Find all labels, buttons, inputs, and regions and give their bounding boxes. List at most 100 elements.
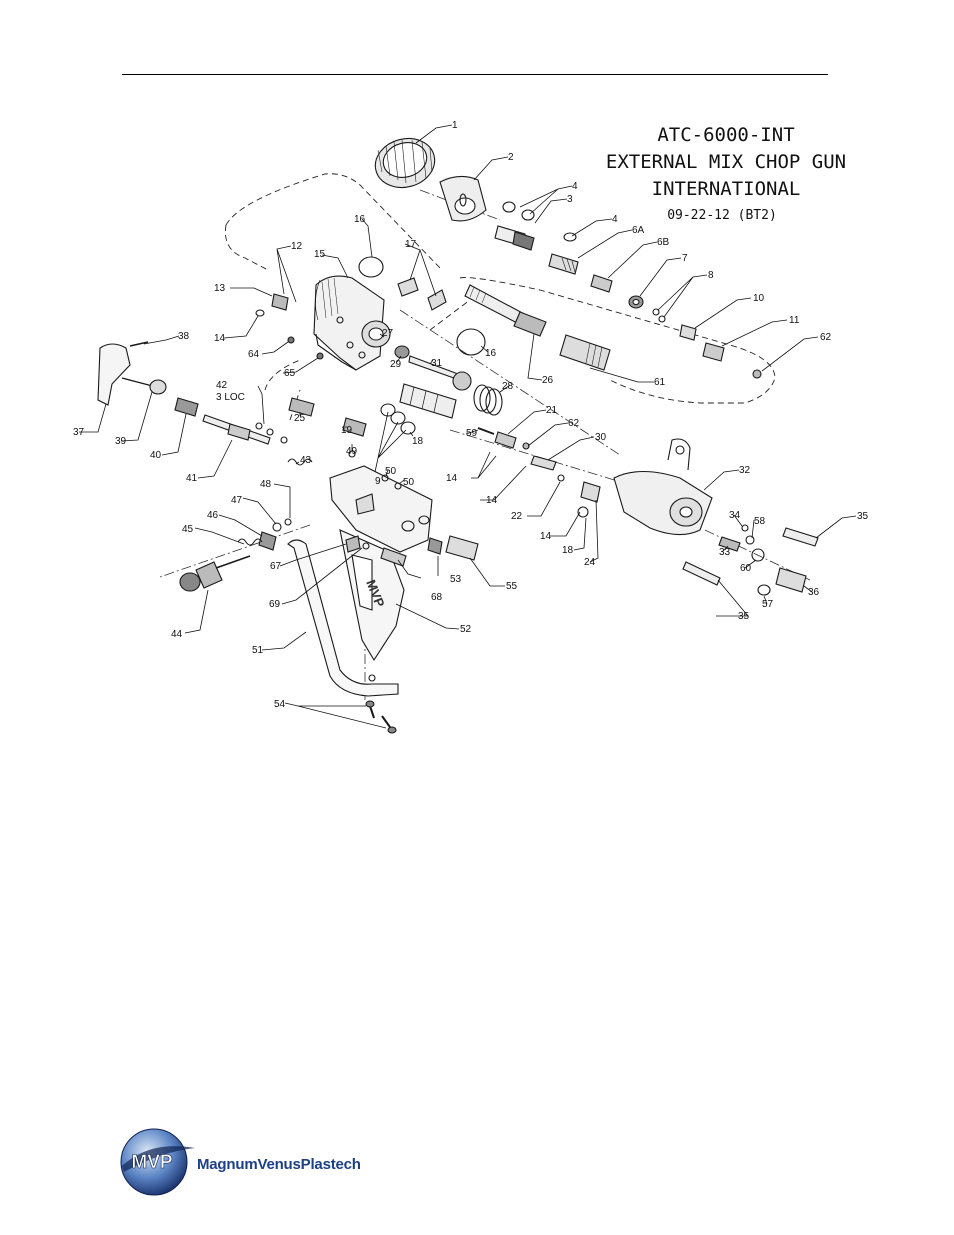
callout-16-top: 16 <box>354 214 366 225</box>
part-25-fitting <box>288 397 315 417</box>
part-35-bolt-b <box>682 561 721 586</box>
part-58-washer <box>745 535 755 545</box>
callout-4b: 4 <box>612 214 618 225</box>
callout-31: 31 <box>431 358 443 369</box>
part-16-oring-a <box>358 256 384 278</box>
header-rule <box>122 74 828 75</box>
callout-38: 38 <box>178 331 190 342</box>
callout-52: 52 <box>460 624 472 635</box>
part-8-washers <box>652 308 666 323</box>
callout-40: 40 <box>150 450 162 461</box>
callout-45: 45 <box>182 524 194 535</box>
callout-37: 37 <box>73 427 85 438</box>
part-1-retaining-ring <box>374 138 436 188</box>
callout-29: 29 <box>390 359 402 370</box>
callout-53: 53 <box>450 574 462 585</box>
revision-date: 09-22-12 (BT2) <box>667 208 777 223</box>
callout-1: 1 <box>452 120 458 131</box>
part-13-tip <box>271 293 289 311</box>
part-32-chopper-housing <box>613 438 713 536</box>
callout-3: 3 <box>567 194 573 205</box>
callout-2: 2 <box>508 152 514 163</box>
callout-50a: 50 <box>385 466 397 477</box>
part-handle-body <box>329 465 433 553</box>
callout-49: 49 <box>346 446 358 457</box>
part-68-valve <box>380 547 407 567</box>
part-7-nut <box>628 295 644 309</box>
callout-39: 39 <box>115 436 127 447</box>
callout-62-top: 62 <box>820 332 832 343</box>
callout-68: 68 <box>431 592 443 603</box>
callout-numbers: 1 2 3 4 4 6A 6B 7 8 10 11 62 12 13 14 15… <box>73 120 869 710</box>
part-9-spool <box>399 383 457 419</box>
callout-62-mid: 62 <box>568 418 580 429</box>
callout-14-right: 14 <box>540 531 552 542</box>
callout-30: 30 <box>595 432 607 443</box>
callout-10: 10 <box>753 293 765 304</box>
callout-61: 61 <box>654 377 666 388</box>
part-4-washers <box>502 201 577 242</box>
part-16-oring-b <box>456 328 486 356</box>
part-46-nut <box>258 531 277 551</box>
callout-57: 57 <box>762 599 774 610</box>
part-22-oring <box>557 474 565 482</box>
title-line-3: INTERNATIONAL <box>652 178 801 200</box>
part-35-bolt-a <box>782 527 819 547</box>
part-29-bushing <box>394 345 410 359</box>
callout-50b: 50 <box>403 477 415 488</box>
part-26-tube <box>464 284 547 337</box>
callout-34: 34 <box>729 510 741 521</box>
callout-6a: 6A <box>632 225 645 236</box>
callout-47: 47 <box>231 495 243 506</box>
part-43-spring <box>287 458 313 466</box>
part-64-screw <box>287 336 295 344</box>
callout-16-mid: 16 <box>485 348 497 359</box>
callout-28: 28 <box>502 381 514 392</box>
callout-15: 15 <box>314 249 326 260</box>
title-block: ATC-6000-INT EXTERNAL MIX CHOP GUN INTER… <box>606 124 846 223</box>
company-name: MagnumVenusPlastech <box>197 1156 361 1173</box>
callout-54: 54 <box>274 699 286 710</box>
callout-14-left: 14 <box>214 333 226 344</box>
part-60-ring <box>751 548 765 562</box>
part-36-fitting <box>775 567 807 593</box>
centerline-axes <box>159 189 811 700</box>
part-57-ring <box>757 584 771 596</box>
part-47-oring <box>272 522 282 532</box>
part-42-rings <box>255 422 288 444</box>
callout-33: 33 <box>719 547 731 558</box>
part-24-plug <box>577 481 601 518</box>
callout-18-right: 18 <box>562 545 574 556</box>
part-62-ball-b <box>522 442 530 450</box>
logo-emblem-letters: MVP <box>131 1152 173 1173</box>
callout-27: 27 <box>382 328 394 339</box>
part-65-screw <box>316 352 324 360</box>
part-62-ball <box>752 369 762 379</box>
callout-7: 7 <box>682 253 688 264</box>
callout-24: 24 <box>584 557 596 568</box>
part-34-washer <box>741 524 749 532</box>
callout-9: 9 <box>375 476 381 487</box>
part-10-sleeve <box>679 324 697 341</box>
mvp-logo-emblem: MVP <box>120 1128 195 1196</box>
part-14-oring-small <box>255 309 265 317</box>
part-11-nut <box>702 342 725 362</box>
part-52-handle-grip <box>339 529 405 662</box>
part-61-fitting <box>559 334 611 371</box>
part-19-fitting <box>342 417 367 437</box>
callout-18-mid: 18 <box>412 436 424 447</box>
part-17-valves <box>397 277 447 311</box>
callout-13: 13 <box>214 283 226 294</box>
dashed-group-outlines <box>224 173 776 421</box>
callout-58: 58 <box>754 516 766 527</box>
part-67-69-fittings <box>345 535 370 553</box>
callout-4a: 4 <box>572 181 578 192</box>
callout-67: 67 <box>270 561 282 572</box>
callout-22: 22 <box>511 511 523 522</box>
part-15-head-body <box>313 275 391 371</box>
part-6b-fitting <box>590 274 613 293</box>
part-28-spring <box>473 384 503 416</box>
callout-46: 46 <box>207 510 219 521</box>
callout-48: 48 <box>260 479 272 490</box>
